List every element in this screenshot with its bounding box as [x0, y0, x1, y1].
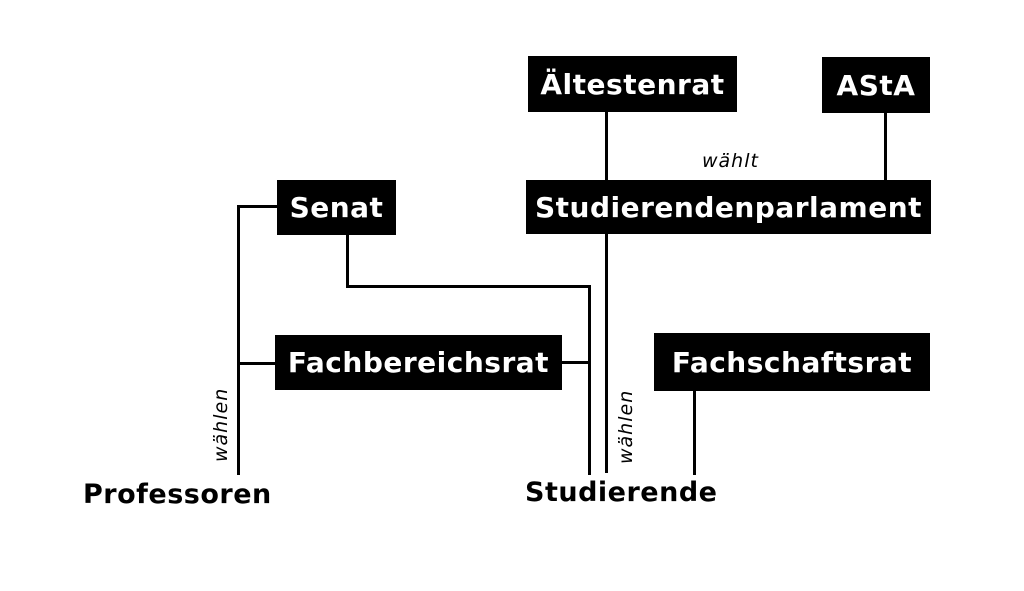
box-senat-label: Senat [289, 191, 384, 224]
edge-label-waehlen-professoren: wählen [210, 387, 232, 462]
box-studierendenparlament: Studierendenparlament [526, 180, 931, 234]
connector-professoren-senat [237, 205, 278, 208]
edge-label-waehlen-studierende: wählen [615, 389, 637, 464]
group-studierende: Studierende [525, 477, 718, 508]
connector-fachschaftsrat-studierende [693, 390, 696, 475]
box-fachbereichsrat-label: Fachbereichsrat [287, 346, 550, 379]
connector-asta-parlament [884, 112, 887, 181]
connector-studierende-senat-vertical [588, 285, 591, 475]
connector-fachbereichsrat-studierende [561, 361, 590, 364]
box-fachschaftsrat: Fachschaftsrat [654, 333, 930, 391]
connector-aeltestenrat-parlament [605, 111, 608, 181]
connector-professoren-vertical [237, 205, 240, 475]
connector-senat-down [346, 234, 349, 288]
connector-professoren-fachbereichsrat [237, 362, 276, 365]
box-senat: Senat [277, 180, 396, 235]
box-asta: AStA [822, 57, 930, 113]
box-aeltestenrat: Ältestenrat [528, 56, 737, 112]
group-professoren: Professoren [83, 479, 272, 510]
connector-senat-horizontal [346, 285, 591, 288]
box-studierendenparlament-label: Studierendenparlament [534, 190, 923, 224]
box-fachschaftsrat-label: Fachschaftsrat [671, 345, 913, 379]
box-aeltestenrat-label: Ältestenrat [540, 67, 725, 101]
connector-parlament-studierende [605, 233, 608, 473]
box-fachbereichsrat: Fachbereichsrat [275, 335, 562, 390]
edge-label-waehlt: wählt [702, 150, 759, 172]
box-asta-label: AStA [836, 68, 916, 102]
